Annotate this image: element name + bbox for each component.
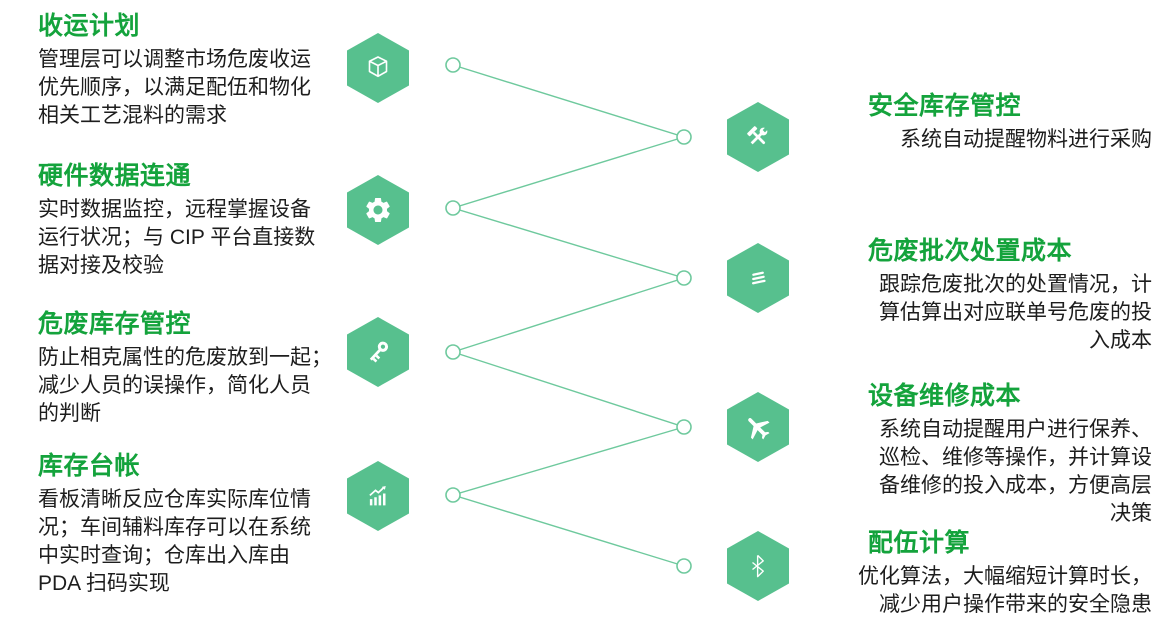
feature-block-shipping-plan: 收运计划 管理层可以调整市场危废收运 优先顺序，以满足配伍和物化 相关工艺混料的… <box>38 10 338 130</box>
feature-body: 看板清晰反应仓库实际库位情 况；车间辅料库存可以在系统 中实时查询；仓库出入库由… <box>38 488 311 595</box>
hexagon-compatibility-calc <box>727 531 789 601</box>
feature-title: 危废库存管控 <box>38 310 192 338</box>
feature-body: 系统自动提醒用户进行保养、 巡检、维修等操作，并计算设 备维修的投入成本，方便高… <box>879 418 1152 525</box>
feature-block-waste-inventory: 危废库存管控 防止相克属性的危废放到一起； 减少人员的误操作，简化人员 的判断 <box>38 308 338 428</box>
plane-icon <box>748 418 770 440</box>
feature-title: 配伍计算 <box>868 529 971 557</box>
feature-title: 收运计划 <box>38 12 141 40</box>
feature-block-inventory-ledger: 库存台帐 看板清晰反应仓库实际库位情 况；车间辅料库存可以在系统 中实时查询；仓… <box>38 450 338 598</box>
bluetooth-icon <box>752 554 764 578</box>
hexagon-hardware-data <box>347 175 409 245</box>
feature-title: 库存台帐 <box>38 452 141 480</box>
feature-title: 安全库存管控 <box>868 92 1022 120</box>
feature-block-batch-cost: 危废批次处置成本 跟踪危废批次的处置情况，计 算估算出对应联单号危废的投 入成本 <box>820 235 1152 355</box>
feature-body: 系统自动提醒物料进行采购 <box>900 128 1152 151</box>
feature-body: 实时数据监控，远程掌握设备 运行状况；与 CIP 平台直接数 据对接及校验 <box>38 198 316 277</box>
feature-title: 危废批次处置成本 <box>868 237 1073 265</box>
feature-block-compatibility-calc: 配伍计算 优化算法，大幅缩短计算时长， 减少用户操作带来的安全隐患 <box>820 527 1152 619</box>
hexagon-shipping-plan <box>347 33 409 103</box>
feature-block-maintenance-cost: 设备维修成本 系统自动提醒用户进行保养、 巡检、维修等操作，并计算设 备维修的投… <box>820 380 1152 528</box>
key-icon <box>369 341 389 363</box>
feature-title: 设备维修成本 <box>868 382 1022 410</box>
feature-title: 硬件数据连通 <box>38 162 192 190</box>
gear-icon <box>366 198 390 222</box>
tools-icon <box>747 126 768 145</box>
cube-icon <box>368 56 388 78</box>
feature-block-hardware-data: 硬件数据连通 实时数据监控，远程掌握设备 运行状况；与 CIP 平台直接数 据对… <box>38 160 338 280</box>
layers-icon <box>751 271 766 285</box>
feature-body: 防止相克属性的危废放到一起； 减少人员的误操作，简化人员 的判断 <box>38 346 332 425</box>
feature-body: 管理层可以调整市场危废收运 优先顺序，以满足配伍和物化 相关工艺混料的需求 <box>38 48 311 127</box>
bar-chart-icon <box>369 486 386 506</box>
feature-body: 跟踪危废批次的处置情况，计 算估算出对应联单号危废的投 入成本 <box>879 273 1152 352</box>
feature-body: 优化算法，大幅缩短计算时长， 减少用户操作带来的安全隐患 <box>858 565 1152 616</box>
feature-block-safety-stock: 安全库存管控 系统自动提醒物料进行采购 <box>820 90 1152 154</box>
